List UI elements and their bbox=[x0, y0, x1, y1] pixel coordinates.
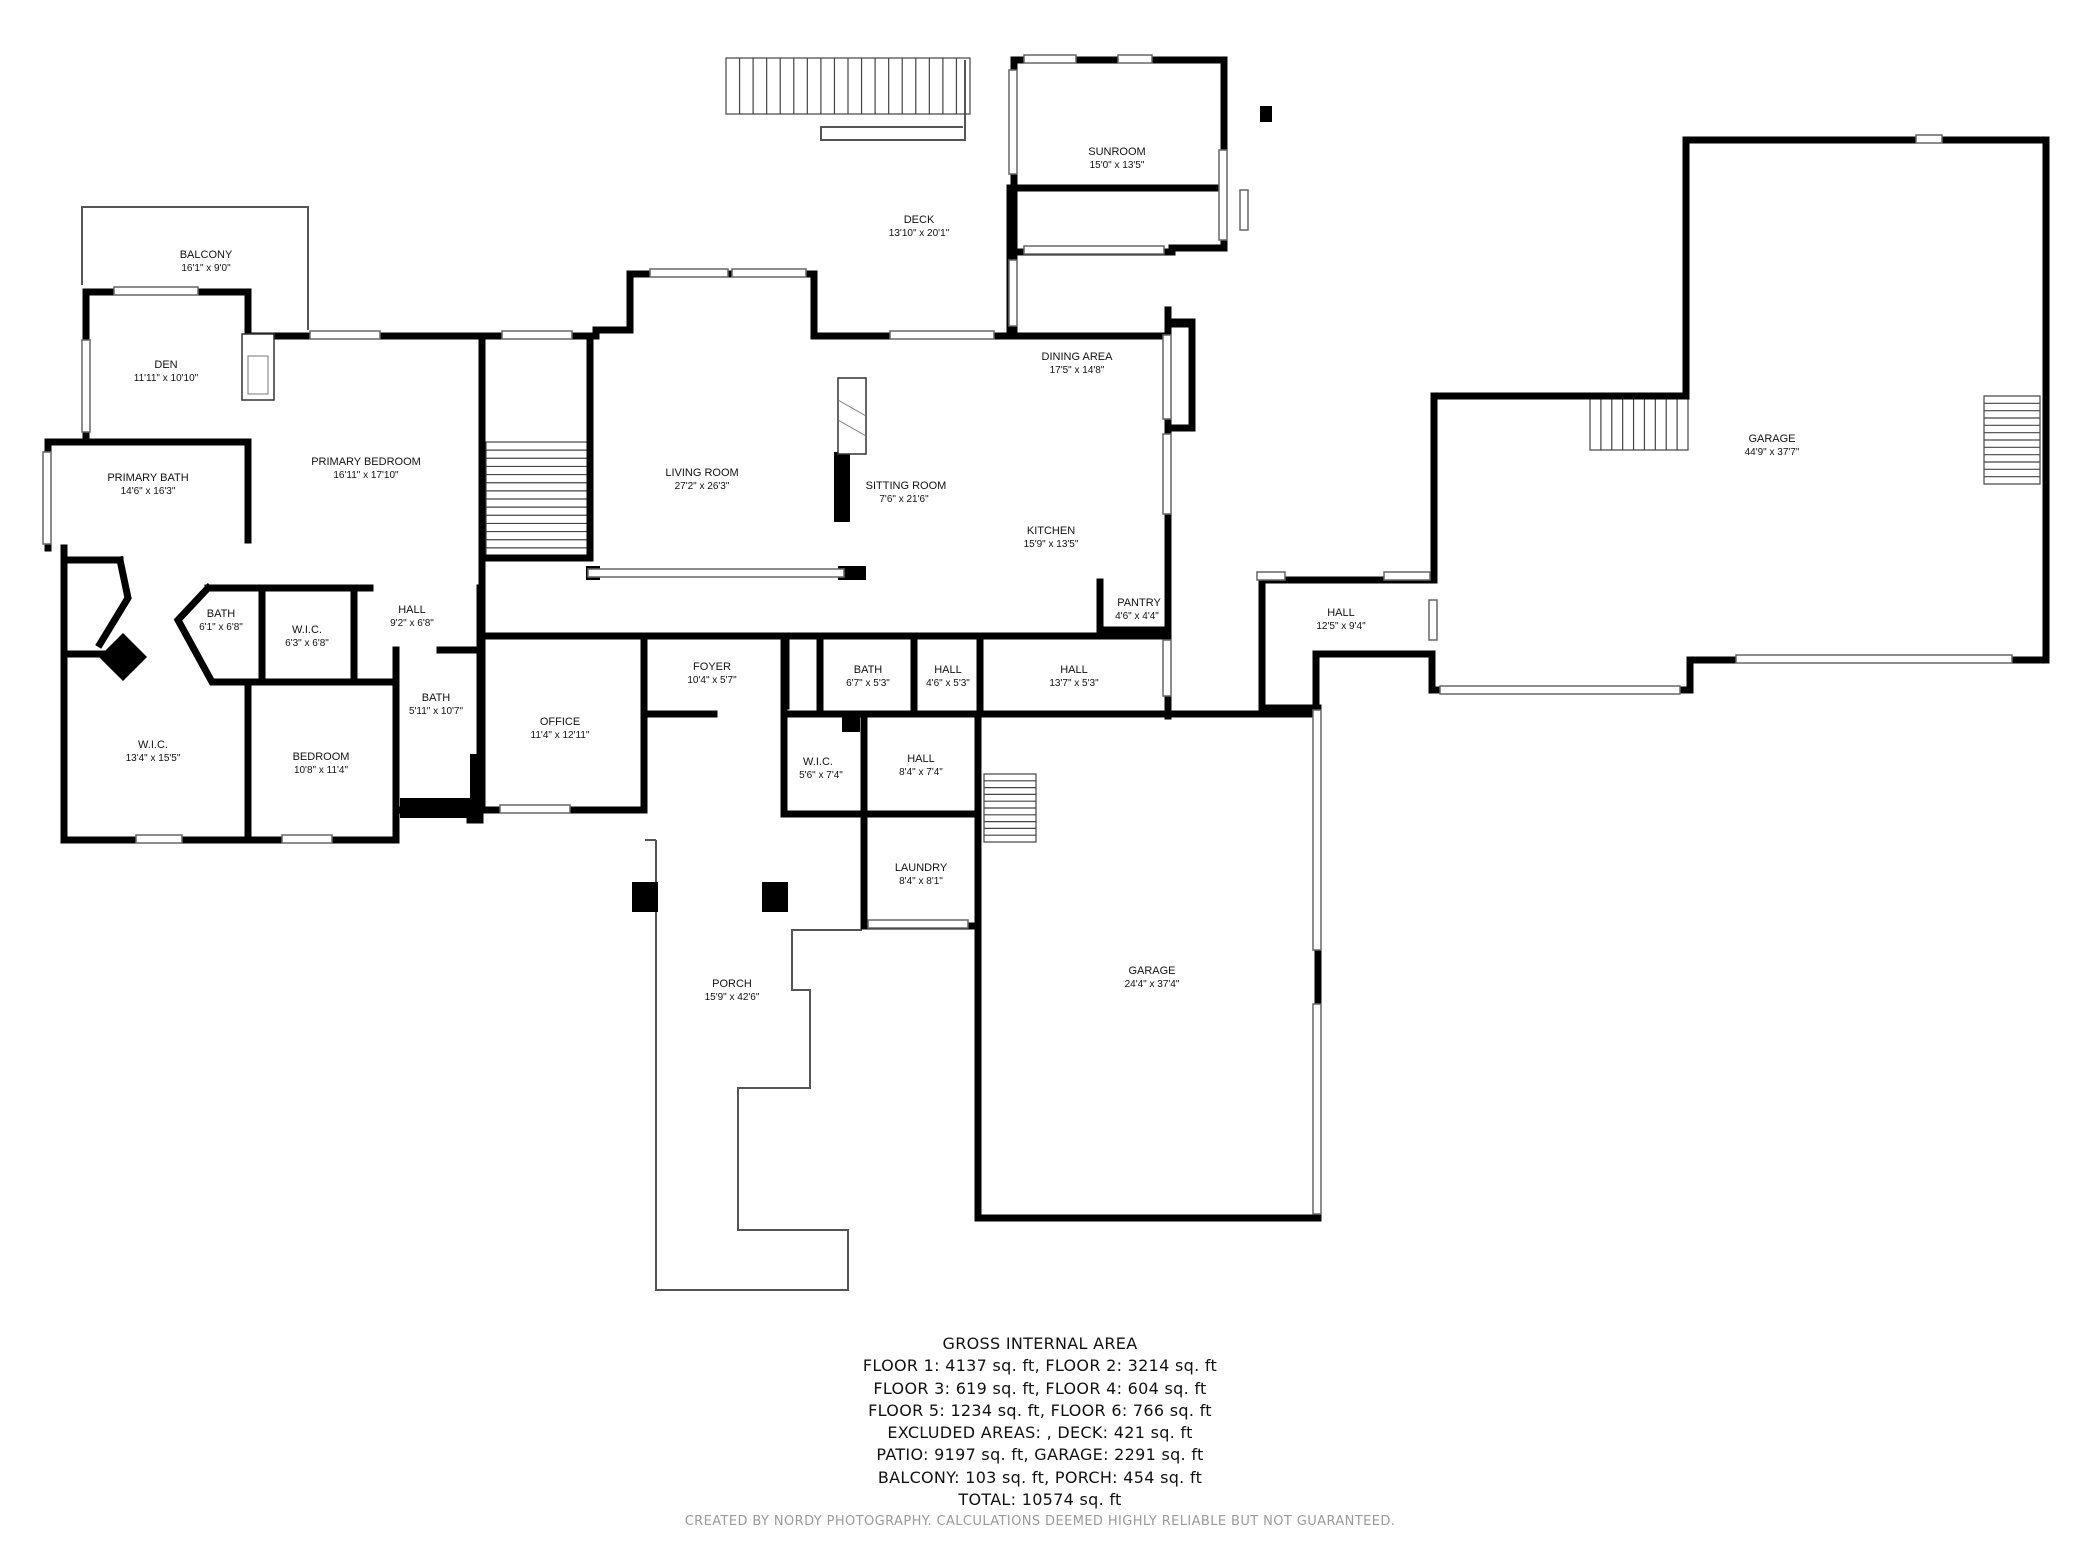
room-dim-laundry: 8'4" x 8'1" bbox=[899, 876, 943, 887]
credit-line: CREATED BY NORDY PHOTOGRAPHY. CALCULATIO… bbox=[684, 1514, 1396, 1529]
room-name-hall-5: HALL bbox=[1327, 607, 1355, 619]
area-line: BALCONY: 103 sq. ft, PORCH: 454 sq. ft bbox=[877, 1467, 1203, 1487]
room-name-hall-3: HALL bbox=[1060, 664, 1088, 676]
room-dim-hall-5: 12'5" x 9'4" bbox=[1316, 621, 1366, 632]
room-name-balcony: BALCONY bbox=[180, 249, 233, 261]
room-dim-hall-4: 8'4" x 7'4" bbox=[899, 767, 943, 778]
room-dim-primary-bath: 14'6" x 16'3" bbox=[121, 486, 176, 497]
room-dim-deck: 13'10" x 20'1" bbox=[889, 228, 950, 239]
room-dim-office: 11'4" x 12'11" bbox=[531, 730, 590, 741]
room-name-wic-3: W.I.C. bbox=[803, 756, 833, 768]
room-dim-garage-2: 44'9" x 37'7" bbox=[1745, 447, 1800, 458]
walls bbox=[44, 56, 2050, 1222]
room-dim-hall-2: 4'6" x 5'3" bbox=[926, 678, 970, 689]
area-title: GROSS INTERNAL AREA bbox=[942, 1334, 1138, 1353]
room-dim-bath-3: 6'7" x 5'3" bbox=[846, 678, 890, 689]
room-name-garage-2: GARAGE bbox=[1748, 433, 1795, 445]
room-dim-porch: 15'9" x 42'6" bbox=[705, 992, 760, 1003]
room-dim-bedroom: 10'8" x 11'4" bbox=[294, 765, 349, 776]
room-labels: BALCONY 16'1" x 9'0" DEN 11'11" x 10'10"… bbox=[107, 146, 1800, 1003]
room-dim-foyer: 10'4" x 5'7" bbox=[687, 675, 737, 686]
room-name-bedroom: BEDROOM bbox=[293, 751, 350, 763]
thin-outlines bbox=[81, 60, 966, 1291]
room-dim-bath-1: 6'1" x 6'8" bbox=[199, 622, 243, 633]
area-line: FLOOR 3: 619 sq. ft, FLOOR 4: 604 sq. ft bbox=[873, 1378, 1207, 1398]
stairs bbox=[485, 57, 2041, 843]
room-name-hall-2: HALL bbox=[934, 664, 962, 676]
room-name-dining-area: DINING AREA bbox=[1042, 351, 1114, 363]
room-name-garage-1: GARAGE bbox=[1128, 965, 1175, 977]
area-line: FLOOR 5: 1234 sq. ft, FLOOR 6: 766 sq. f… bbox=[868, 1400, 1212, 1420]
room-dim-wic-1: 6'3" x 6'8" bbox=[285, 638, 329, 649]
room-name-hall-4: HALL bbox=[907, 753, 935, 765]
room-dim-living-room: 27'2" x 26'3" bbox=[675, 481, 730, 492]
room-dim-balcony: 16'1" x 9'0" bbox=[181, 263, 231, 274]
room-name-pantry: PANTRY bbox=[1117, 597, 1161, 609]
area-line: FLOOR 1: 4137 sq. ft, FLOOR 2: 3214 sq. … bbox=[862, 1356, 1218, 1376]
room-dim-wic-3: 5'6" x 7'4" bbox=[799, 770, 843, 781]
room-dim-kitchen: 15'9" x 13'5" bbox=[1024, 539, 1079, 550]
room-name-bath-1: BATH bbox=[207, 608, 236, 620]
room-name-den: DEN bbox=[154, 359, 177, 371]
room-name-sunroom: SUNROOM bbox=[1088, 146, 1145, 158]
room-dim-sunroom: 15'0" x 13'5" bbox=[1090, 160, 1145, 171]
room-dim-wic-2: 13'4" x 15'5" bbox=[126, 753, 181, 764]
room-dim-sitting-room: 7'6" x 21'6" bbox=[879, 494, 929, 505]
room-dim-bath-2: 5'11" x 10'7" bbox=[409, 706, 464, 717]
room-dim-dining-area: 17'5" x 14'8" bbox=[1050, 365, 1105, 376]
gross-internal-area: GROSS INTERNAL AREA FLOOR 1: 4137 sq. ft… bbox=[740, 1333, 1340, 1511]
room-name-deck: DECK bbox=[904, 214, 935, 226]
room-name-bath-3: BATH bbox=[854, 664, 883, 676]
room-dim-pantry: 4'6" x 4'4" bbox=[1115, 611, 1159, 622]
room-dim-garage-1: 24'4" x 37'4" bbox=[1125, 979, 1180, 990]
room-name-porch: PORCH bbox=[712, 978, 752, 990]
room-dim-hall-1: 9'2" x 6'8" bbox=[390, 618, 434, 629]
room-name-primary-bath: PRIMARY BATH bbox=[107, 472, 188, 484]
windows bbox=[42, 54, 2013, 1215]
fireplace bbox=[241, 333, 867, 455]
room-name-primary-bedroom: PRIMARY BEDROOM bbox=[311, 456, 421, 468]
room-name-wic-1: W.I.C. bbox=[292, 624, 322, 636]
room-name-bath-2: BATH bbox=[422, 692, 451, 704]
room-name-living-room: LIVING ROOM bbox=[665, 467, 738, 479]
room-name-sitting-room: SITTING ROOM bbox=[866, 480, 947, 492]
room-name-foyer: FOYER bbox=[693, 661, 731, 673]
room-name-hall-1: HALL bbox=[398, 604, 426, 616]
area-line: PATIO: 9197 sq. ft, GARAGE: 2291 sq. ft bbox=[876, 1445, 1204, 1465]
room-name-office: OFFICE bbox=[540, 716, 580, 728]
room-name-laundry: LAUNDRY bbox=[895, 862, 948, 874]
room-name-kitchen: KITCHEN bbox=[1027, 525, 1075, 537]
room-dim-den: 11'11" x 10'10" bbox=[134, 373, 199, 384]
room-name-wic-2: W.I.C. bbox=[138, 739, 168, 751]
room-dim-hall-3: 13'7" x 5'3" bbox=[1049, 678, 1099, 689]
area-line: EXCLUDED AREAS: , DECK: 421 sq. ft bbox=[887, 1423, 1193, 1443]
room-dim-primary-bedroom: 16'11" x 17'10" bbox=[333, 470, 399, 481]
area-total: TOTAL: 10574 sq. ft bbox=[958, 1490, 1122, 1510]
